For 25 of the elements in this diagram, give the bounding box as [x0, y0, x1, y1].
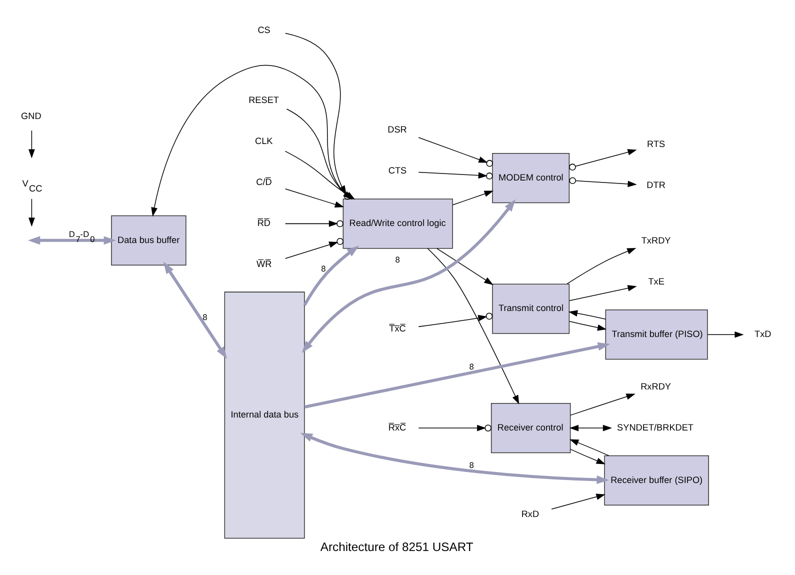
node-text: TxRDY — [641, 236, 671, 246]
node-text: TxE — [648, 276, 664, 287]
node-text: CS — [258, 25, 270, 36]
node-text: W̅R̅ — [256, 259, 272, 270]
node-text: RTS — [647, 139, 666, 150]
node-text: RxD — [521, 509, 540, 520]
caption: Architecture of 8251 USART — [320, 540, 474, 554]
node-text: CTS — [388, 166, 407, 176]
node-text: CLK — [255, 136, 273, 146]
node-text: DSR — [388, 124, 407, 135]
node-text: SYNDET/BRKDET — [617, 422, 694, 432]
node-text: RxRDY — [640, 381, 671, 392]
edge-label: 8 — [202, 312, 208, 322]
node-text: R̅D̅ — [257, 218, 271, 228]
edge-label: 8 — [469, 361, 474, 372]
node-text: T̅x̅C̅ — [389, 324, 406, 334]
node-text: R̅x̅C̅ — [388, 422, 406, 432]
node-text: C/D̅ — [256, 177, 272, 188]
edge-label: 8 — [321, 263, 326, 274]
node-text: TxD — [754, 328, 772, 339]
node-text: RESET — [248, 94, 279, 105]
node-text: GND — [21, 110, 42, 121]
node-text: DTR — [646, 180, 666, 190]
edge-label: 8 — [469, 460, 474, 470]
edge-label: 8 — [395, 254, 400, 264]
